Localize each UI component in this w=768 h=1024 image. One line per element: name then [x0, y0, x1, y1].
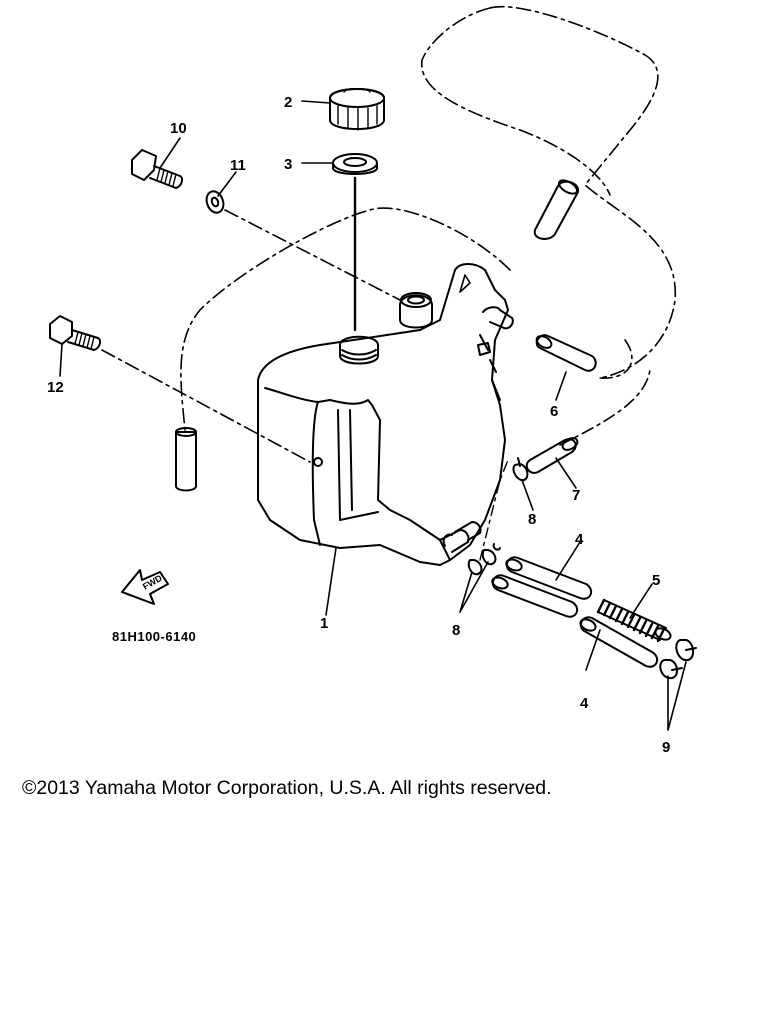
hull-reference-outline-left [421, 7, 611, 196]
tank-cap [329, 88, 385, 131]
part-label-8-lower: 8 [452, 622, 460, 639]
part-label-2: 2 [284, 94, 292, 111]
bolt-10 [131, 149, 184, 189]
clip-8-right [512, 457, 529, 482]
part-label-1: 1 [320, 615, 328, 632]
drawing-code: 81H100-6140 [112, 629, 196, 644]
bolt-12 [49, 315, 102, 351]
copyright-notice: ©2013 Yamaha Motor Corporation, U.S.A. A… [22, 777, 552, 799]
part-label-9: 9 [662, 739, 670, 756]
part-label-5: 5 [652, 572, 660, 589]
hose-4-lower [491, 574, 579, 618]
washer-11-reference [224, 209, 401, 301]
clamp-9 [659, 639, 697, 680]
part-label-4-upper: 4 [575, 531, 584, 548]
spring-5 [596, 598, 672, 643]
leader-lines [59, 100, 687, 731]
part-label-4-lower: 4 [580, 695, 589, 712]
clip-8-lower [467, 543, 501, 576]
part-label-10: 10 [170, 120, 187, 137]
hose-6 [535, 334, 597, 372]
part-label-8-right: 8 [528, 511, 536, 528]
hose-4-upper [505, 556, 593, 600]
forward-arrow-icon: FWD [121, 569, 169, 605]
oil-tank-exploded-diagram: FWD 2 3 10 11 12 1 6 7 8 8 4 4 5 9 81H10… [47, 6, 697, 756]
hose-4-bottom [579, 616, 659, 668]
tank-outline-reference [180, 207, 511, 431]
part-label-12: 12 [47, 379, 64, 396]
hose-route-reference [559, 339, 651, 446]
hull-reference-outline [489, 6, 676, 379]
hose-left [175, 427, 197, 492]
part-label-6: 6 [550, 403, 558, 420]
fitting-guide-line [479, 459, 509, 561]
bolt-12-reference [101, 349, 311, 463]
oil-tank [257, 263, 514, 566]
part-label-11: 11 [230, 157, 246, 174]
cap-gasket [332, 153, 378, 175]
washer-11 [205, 190, 225, 214]
part-label-7: 7 [572, 487, 580, 504]
hose-7 [525, 437, 579, 474]
hose-top [533, 179, 580, 240]
part-label-3: 3 [284, 156, 292, 173]
